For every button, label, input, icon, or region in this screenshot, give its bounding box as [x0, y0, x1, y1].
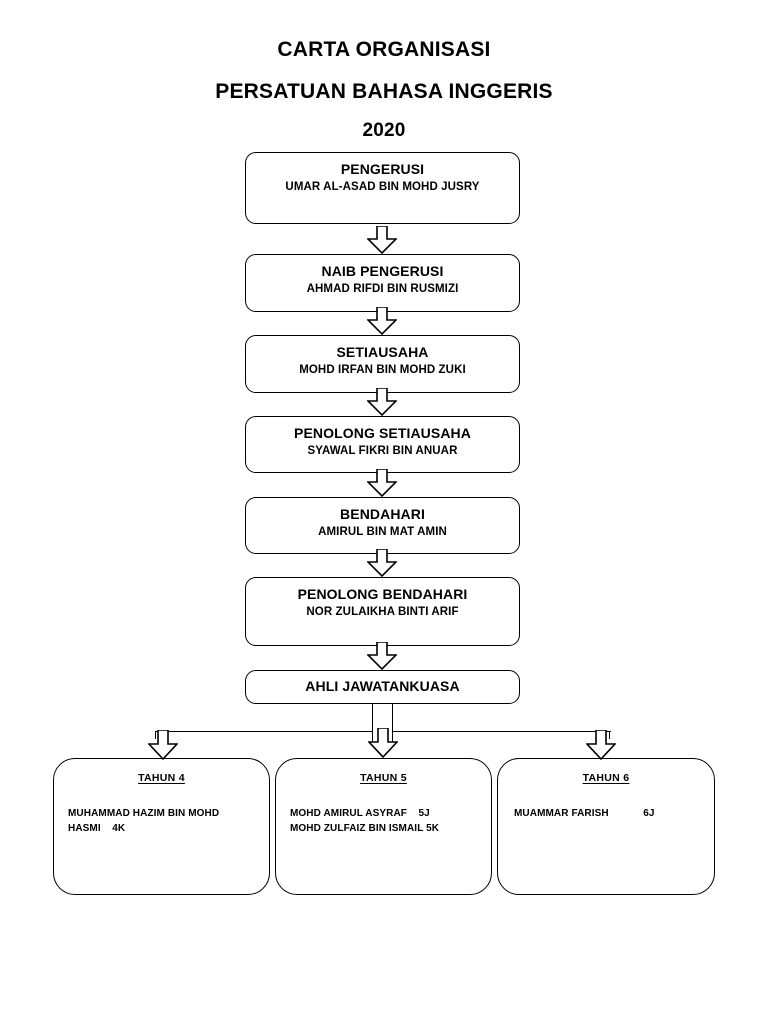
chart-title-line-1: CARTA ORGANISASI — [277, 38, 491, 61]
org-node-person: MOHD IRFAN BIN MOHD ZUKI — [299, 364, 466, 376]
year-group-tahun-5[interactable]: TAHUN 5 MOHD AMIRUL ASYRAF 5J MOHD ZULFA… — [275, 758, 492, 895]
year-group-heading: TAHUN 6 — [582, 772, 630, 784]
org-node-role: PENOLONG BENDAHARI — [297, 586, 468, 602]
org-node-penolong-bendahari[interactable]: PENOLONG BENDAHARI NOR ZULAIKHA BINTI AR… — [245, 577, 520, 646]
org-node-person: NOR ZULAIKHA BINTI ARIF — [306, 606, 459, 618]
chart-title-line-2: PERSATUAN BAHASA INGGERIS — [215, 80, 553, 103]
org-node-role: SETIAUSAHA — [336, 344, 429, 360]
chart-title-year: 2020 — [362, 120, 406, 141]
branch-connector-left-tick — [155, 731, 156, 739]
arrow-down-icon — [367, 307, 397, 335]
year-group-members: MUHAMMAD HAZIM BIN MOHD HASMI 4K — [68, 808, 220, 834]
arrow-down-icon — [367, 469, 397, 497]
org-node-role: BENDAHARI — [340, 506, 425, 522]
org-node-person: UMAR AL-ASAD BIN MOHD JUSRY — [285, 181, 480, 193]
arrow-down-icon — [367, 549, 397, 577]
year-group-members: MUAMMAR FARISH 6J — [514, 808, 655, 819]
year-group-members: MOHD AMIRUL ASYRAF 5J MOHD ZULFAIZ BIN I… — [290, 808, 440, 834]
org-node-role: PENOLONG SETIAUSAHA — [294, 425, 471, 441]
org-node-role: AHLI JAWATANKUASA — [305, 678, 460, 694]
org-node-role: PENGERUSI — [340, 161, 425, 177]
branch-connector-right-tick — [609, 731, 610, 739]
arrow-down-icon — [367, 388, 397, 416]
year-group-tahun-4[interactable]: TAHUN 4 MUHAMMAD HAZIM BIN MOHD HASMI 4K — [53, 758, 270, 895]
org-node-naib-pengerusi[interactable]: NAIB PENGERUSI AHMAD RIFDI BIN RUSMIZI — [245, 254, 520, 312]
arrow-down-icon — [368, 728, 398, 758]
org-node-penolong-setiausaha[interactable]: PENOLONG SETIAUSAHA SYAWAL FIKRI BIN ANU… — [245, 416, 520, 473]
org-node-person: AMIRUL BIN MAT AMIN — [318, 526, 447, 538]
org-node-bendahari[interactable]: BENDAHARI AMIRUL BIN MAT AMIN — [245, 497, 520, 554]
org-node-role: NAIB PENGERUSI — [321, 263, 444, 279]
org-node-person: SYAWAL FIKRI BIN ANUAR — [307, 445, 458, 457]
arrow-down-icon — [148, 730, 178, 760]
org-node-setiausaha[interactable]: SETIAUSAHA MOHD IRFAN BIN MOHD ZUKI — [245, 335, 520, 393]
year-group-heading: TAHUN 4 — [138, 772, 185, 784]
arrow-down-icon — [586, 730, 616, 760]
org-node-ahli-jawatankuasa[interactable]: AHLI JAWATANKUASA — [245, 670, 520, 704]
arrow-down-icon — [367, 642, 397, 670]
org-node-pengerusi[interactable]: PENGERUSI UMAR AL-ASAD BIN MOHD JUSRY — [245, 152, 520, 224]
year-group-tahun-6[interactable]: TAHUN 6 MUAMMAR FARISH 6J — [497, 758, 715, 895]
org-node-person: AHMAD RIFDI BIN RUSMIZI — [306, 283, 459, 295]
year-group-heading: TAHUN 5 — [360, 772, 407, 784]
arrow-down-icon — [367, 226, 397, 254]
